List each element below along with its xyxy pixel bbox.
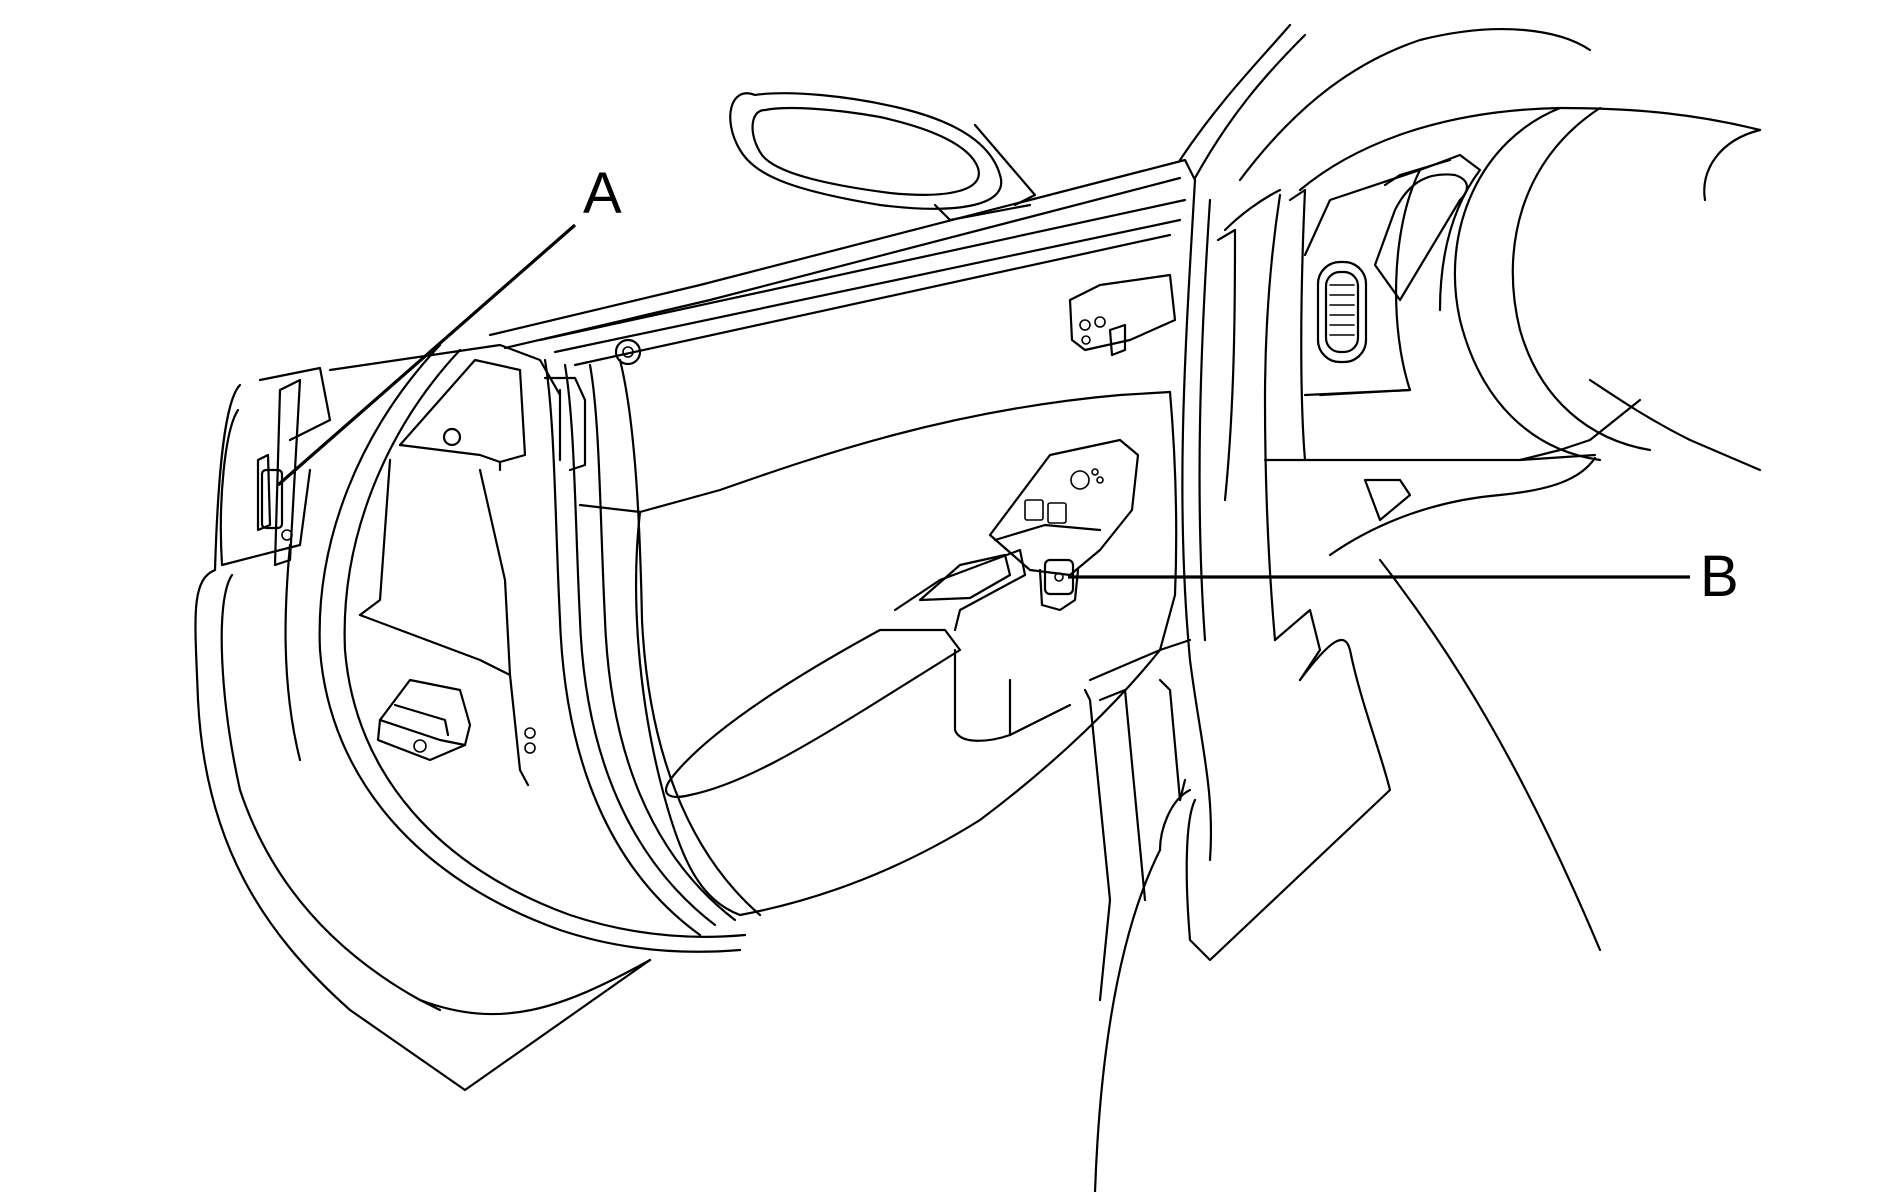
leader-line-a <box>276 223 577 487</box>
side-mirror <box>729 92 1037 222</box>
switch-bezel <box>988 438 1140 612</box>
body-opening <box>1178 23 1597 862</box>
door-upper-frame <box>488 158 1197 367</box>
door-outer-shell <box>194 343 652 1092</box>
instrument-panel <box>1298 106 1762 397</box>
kick-panel <box>1083 456 1602 1192</box>
door-weatherstrip <box>318 343 762 953</box>
callout-a: A <box>583 161 622 226</box>
upper-switch-pod <box>1068 273 1177 357</box>
steering-wheel <box>1453 106 1762 472</box>
armrest <box>665 548 1072 798</box>
hinge-bracket <box>358 358 587 787</box>
door-pocket <box>376 678 536 762</box>
callout-b: B <box>1700 544 1739 609</box>
door-latch <box>256 378 302 567</box>
door-trim-panel <box>578 390 1178 917</box>
